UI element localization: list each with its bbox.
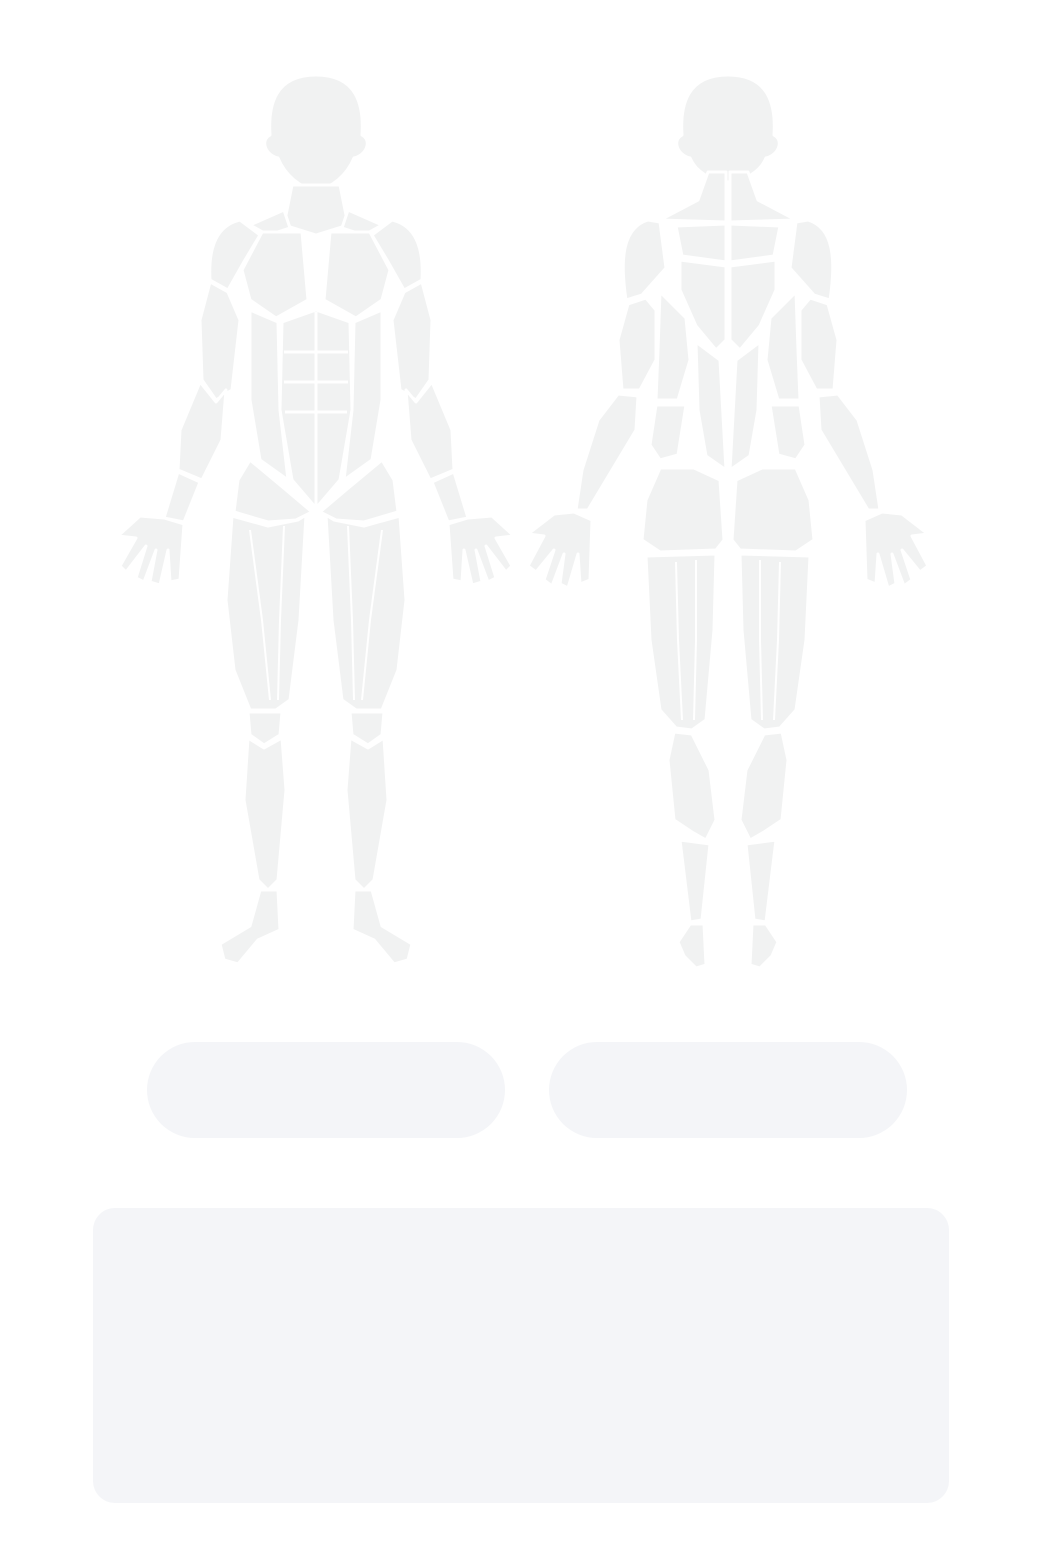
muscle-quadriceps-left[interactable] <box>224 513 308 712</box>
human-body-back-icon <box>526 73 930 970</box>
muscle-trapezius-upper-left[interactable] <box>658 170 728 224</box>
muscle-calf-left[interactable] <box>242 736 288 892</box>
muscle-neck[interactable] <box>282 183 350 237</box>
muscle-erector-back[interactable] <box>654 290 802 402</box>
muscle-trapezius-mid-right[interactable] <box>728 222 782 264</box>
muscle-hamstrings-right[interactable] <box>738 552 812 732</box>
left-option-button[interactable] <box>147 1042 505 1138</box>
muscle-forearm-back-left[interactable] <box>574 392 640 512</box>
content-panel <box>93 1208 949 1503</box>
muscle-chest-right[interactable] <box>322 230 392 320</box>
body-front-view[interactable] <box>100 60 540 990</box>
hand-left[interactable] <box>116 514 186 587</box>
foot-left[interactable] <box>218 888 282 966</box>
muscle-head-back[interactable] <box>675 73 781 184</box>
muscle-oblique-left[interactable] <box>248 308 290 482</box>
muscle-rear-deltoid-right[interactable] <box>788 218 835 302</box>
hand-back-right[interactable] <box>862 510 930 590</box>
right-option-button[interactable] <box>549 1042 907 1138</box>
muscle-deltoid-left[interactable] <box>208 218 262 292</box>
muscle-trapezius-mid-left[interactable] <box>674 222 728 264</box>
muscle-calf-right[interactable] <box>344 736 390 892</box>
muscle-oblique-right[interactable] <box>342 308 384 482</box>
muscle-wrist-right[interactable] <box>430 470 470 524</box>
body-back-view[interactable] <box>510 60 950 990</box>
foot-right[interactable] <box>350 888 414 966</box>
muscle-quadriceps-right[interactable] <box>324 513 408 712</box>
muscle-hamstrings-left[interactable] <box>644 552 718 732</box>
knee-right[interactable] <box>348 710 386 747</box>
muscle-lats-left[interactable] <box>678 258 728 352</box>
muscle-triceps-right[interactable] <box>798 296 840 392</box>
muscle-biceps-right[interactable] <box>390 280 434 402</box>
muscle-head[interactable] <box>263 73 369 192</box>
muscle-forearm-left[interactable] <box>176 380 228 482</box>
muscle-triceps-left[interactable] <box>616 296 658 392</box>
muscle-calf-back-right[interactable] <box>738 730 790 842</box>
muscle-trapezius-upper-right[interactable] <box>728 170 798 224</box>
muscle-glutes-left[interactable] <box>640 466 726 554</box>
muscle-wrist-left[interactable] <box>162 470 202 524</box>
muscle-hip-right[interactable] <box>318 458 400 524</box>
muscle-biceps-left[interactable] <box>198 280 242 402</box>
heel-left[interactable] <box>676 922 708 970</box>
muscle-soleus-left[interactable] <box>678 838 712 924</box>
hand-back-left[interactable] <box>526 510 594 590</box>
knee-left[interactable] <box>246 710 284 747</box>
muscle-lower-back[interactable] <box>694 340 762 472</box>
human-body-front-icon <box>116 73 516 966</box>
muscle-lats-right[interactable] <box>728 258 778 352</box>
muscle-oblique-back[interactable] <box>648 403 808 462</box>
muscle-forearm-right[interactable] <box>404 380 456 482</box>
muscle-calf-back-left[interactable] <box>666 730 718 842</box>
muscle-glutes-right[interactable] <box>730 466 816 554</box>
muscle-rear-deltoid-left[interactable] <box>621 218 668 302</box>
muscle-forearm-back-right[interactable] <box>816 392 882 512</box>
muscle-soleus-right[interactable] <box>744 838 778 924</box>
muscle-deltoid-right[interactable] <box>370 218 424 292</box>
heel-right[interactable] <box>748 922 780 970</box>
muscle-hip-left[interactable] <box>232 458 314 524</box>
hand-right[interactable] <box>446 514 516 587</box>
muscle-chest-left[interactable] <box>240 230 310 320</box>
